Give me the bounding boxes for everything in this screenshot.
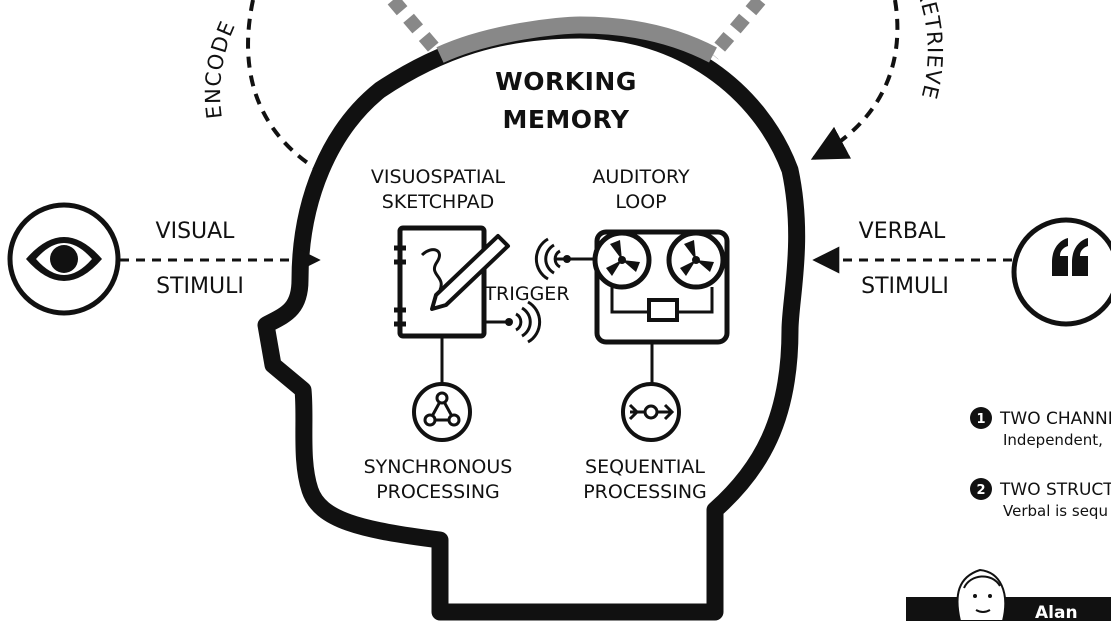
author-banner <box>906 597 1111 621</box>
author-name: Alan <box>1035 603 1078 621</box>
synchronous-label-line-2: PROCESSING <box>376 481 500 503</box>
title-line-2: MEMORY <box>502 105 629 134</box>
note-2-number: 2 <box>976 483 985 498</box>
note-1-badge <box>970 407 992 429</box>
gray-channel-right <box>707 0 766 60</box>
sequential-label-line-1: SEQUENTIAL <box>585 456 705 478</box>
visual-stimulus: VISUAL STIMULI <box>7 202 321 316</box>
signal-in-icon <box>534 237 561 281</box>
author-card: Alan <box>906 568 1111 621</box>
encode-label: ENCODE <box>201 17 240 120</box>
auditory-label-line-1: AUDITORY <box>592 166 690 188</box>
sequential-label-line-2: PROCESSING <box>583 481 707 503</box>
verbal-label-line-1: VERBAL <box>859 219 946 244</box>
verbal-stimulus: VERBAL STIMULI <box>812 217 1111 327</box>
encode-arrow <box>246 0 341 184</box>
network-triangle-icon <box>423 391 461 427</box>
note-1-number: 1 <box>976 412 985 427</box>
synchronous-label-line-1: SYNCHRONOUS <box>364 456 513 478</box>
auditory-module: AUDITORY LOOP <box>534 166 730 384</box>
sequential-module: SEQUENTIAL PROCESSING <box>583 382 707 503</box>
head-crown-segment <box>436 16 717 63</box>
auditory-label-line-2: LOOP <box>615 191 666 213</box>
visual-label-line-2: STIMULI <box>156 274 244 299</box>
quote-icon <box>1052 238 1088 276</box>
note-1-title: TWO CHANNE <box>999 409 1111 429</box>
sketchpad-label-line-1: VISUOSPATIAL <box>371 166 506 188</box>
eye-icon <box>26 237 102 281</box>
note-1-subtitle: Independent, <box>1003 431 1103 449</box>
note-2-title: TWO STRUCTU <box>999 480 1111 500</box>
note-2-badge <box>970 478 992 500</box>
signal-out-icon <box>515 300 542 344</box>
trigger-label: TRIGGER <box>483 283 569 305</box>
note-2: 2 TWO STRUCTU Verbal is sequ <box>970 478 1111 520</box>
synchronous-module: SYNCHRONOUS PROCESSING <box>364 382 513 503</box>
sketchbook-pencil-icon <box>394 225 510 339</box>
retrieve-label: RETRIEVE <box>911 0 946 102</box>
author-portrait-icon <box>956 568 1007 621</box>
gray-channel-left <box>387 0 446 60</box>
verbal-label-line-2: STIMULI <box>861 274 949 299</box>
note-1: 1 TWO CHANNE Independent, <box>970 407 1111 449</box>
visual-label-line-1: VISUAL <box>156 219 236 244</box>
retrieve-arrow <box>810 0 900 160</box>
sequence-arrow-icon <box>628 403 675 421</box>
title-line-1: WORKING <box>495 67 637 96</box>
sketchpad-label-line-2: SKETCHPAD <box>382 191 494 213</box>
sketchpad-module: VISUOSPATIAL SKETCHPAD <box>371 166 542 384</box>
note-2-subtitle: Verbal is sequ <box>1003 502 1108 520</box>
